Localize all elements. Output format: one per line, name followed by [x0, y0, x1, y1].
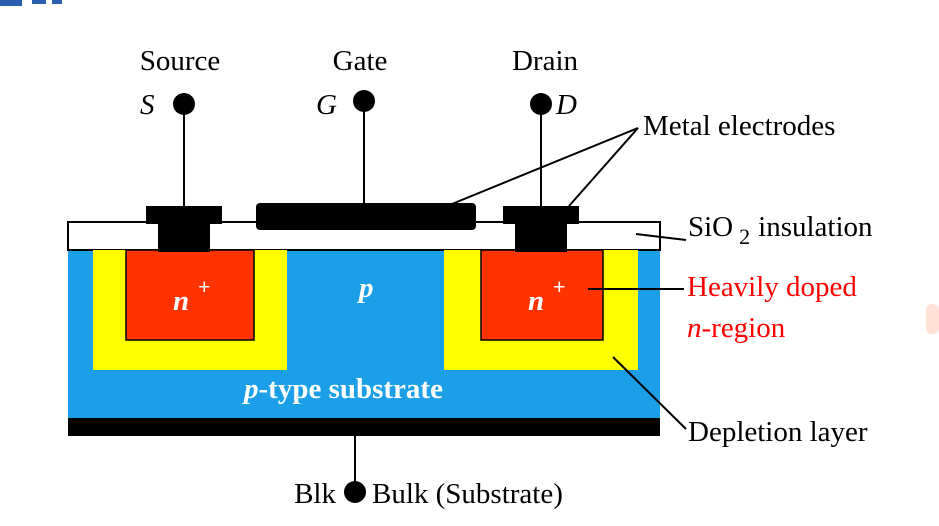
bulk-label: Bulk (Substrate): [372, 478, 563, 510]
corner-badge-fragment: [32, 0, 46, 4]
metal-callout-line-drain: [568, 127, 639, 207]
substrate-label: p-type substrate: [241, 373, 443, 405]
sio2-callout-line: [635, 233, 687, 241]
edge-badge-icon: [926, 304, 939, 334]
bulk-symbol: Blk: [294, 478, 336, 510]
bulk-metal-contact: [68, 418, 660, 436]
drain-label: Drain: [512, 45, 579, 77]
metal-electrodes-label: Metal electrodes: [643, 110, 835, 142]
depletion-callout-line: [612, 356, 687, 430]
source-electrode-cap: [146, 206, 222, 224]
source-n-region: [125, 249, 255, 341]
gate-symbol: G: [316, 89, 337, 121]
heavily-doped-label: Heavily doped: [687, 271, 857, 303]
gate-terminal-dot: [353, 90, 375, 112]
source-n-label: n: [173, 285, 189, 317]
channel-p-label: p: [356, 272, 374, 304]
drain-symbol: D: [555, 89, 577, 121]
corner-badge-icon: [0, 0, 22, 6]
drain-electrode-cap: [503, 206, 579, 224]
gate-electrode: [256, 203, 476, 230]
source-plus-sup: +: [198, 274, 211, 299]
drain-electrode-plug: [515, 222, 567, 252]
source-terminal-dot: [173, 93, 195, 115]
drain-n-region: [480, 249, 604, 341]
corner-badge-fragment-2: [52, 0, 62, 4]
source-symbol: S: [140, 89, 155, 121]
n-region-label: n-region: [687, 312, 786, 344]
source-electrode-plug: [158, 222, 210, 252]
source-label: Source: [140, 45, 221, 77]
drain-terminal-dot: [530, 93, 552, 115]
drain-plus-sup: +: [553, 274, 566, 299]
depletion-layer-label: Depletion layer: [688, 416, 868, 448]
metal-callout-line-gate: [446, 127, 639, 207]
drain-n-label: n: [528, 285, 544, 317]
bulk-terminal-dot: [344, 481, 366, 503]
gate-label: Gate: [333, 45, 388, 77]
